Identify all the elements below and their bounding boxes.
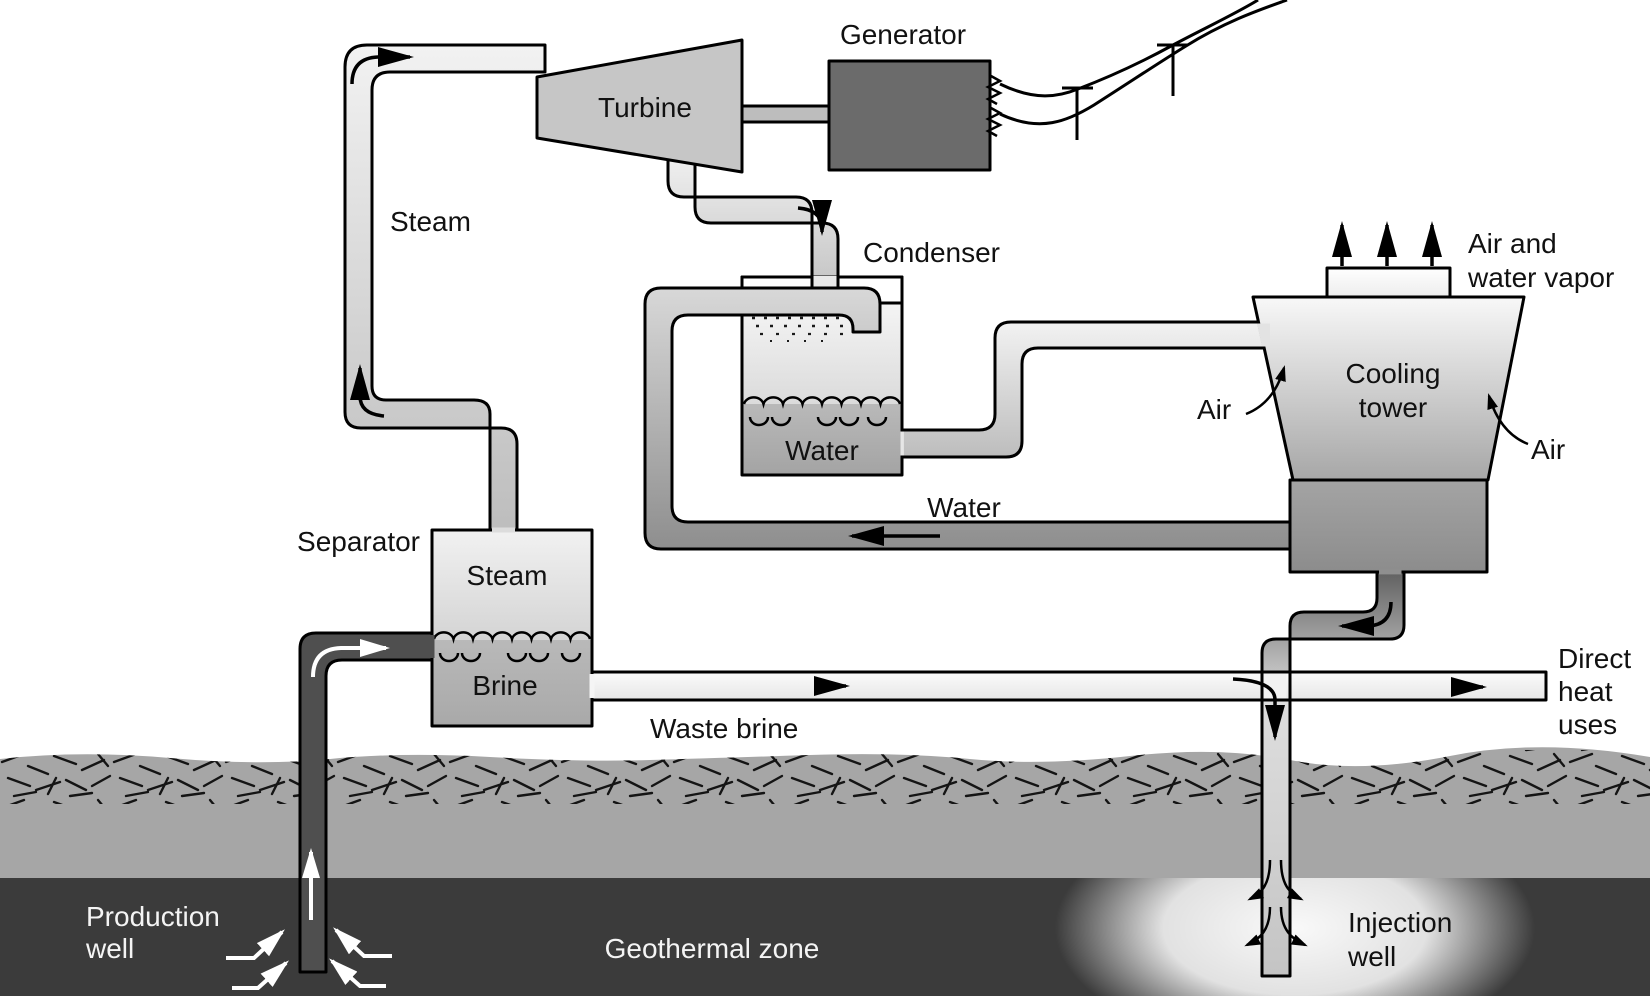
inlet-white-arrow [311,639,390,678]
turbine [535,38,744,174]
air-left-arrow [1245,365,1286,416]
label-injection-well-2: well [1347,941,1396,972]
injection-splay-l2 [1244,906,1272,947]
supply-joint-cover [900,431,904,456]
label-production-well-1: Production [86,901,220,932]
label-air-left: Air [1197,394,1231,425]
well-in-arrow-ll [232,960,289,990]
flow-arrows [226,47,1529,990]
label-separator-brine: Brine [472,670,537,701]
labels: Steam Turbine Generator Condenser Water … [85,19,1631,972]
label-turbine: Turbine [598,92,692,123]
well-in-arrow-lr [329,958,386,988]
fan-stack [1325,266,1452,299]
injection-splay-r1 [1279,859,1304,901]
junction-cover [1263,673,1287,699]
separator-waterline [432,631,592,644]
drive-shaft [738,104,833,124]
power-lines [985,0,1288,140]
generator-coil-top [985,74,1003,106]
basin-pipe-cover [1379,569,1402,575]
air-right-arrow [1487,393,1529,446]
label-air-vapor-2: water vapor [1467,262,1614,293]
label-direct-heat-3: uses [1558,709,1617,740]
condenser-inlet-arrow [797,200,832,236]
blowdown-arrow [1338,601,1393,636]
return-pipe [643,286,1294,551]
waste-brine-pipe [592,670,1548,702]
label-direct-heat-2: heat [1558,676,1613,707]
label-direct-heat-1: Direct [1558,643,1631,674]
tower-pipe-joint-cover [1257,323,1270,347]
steam-pipe [343,43,547,534]
transmission-wire-1 [999,0,1259,98]
transmission-wire-2 [999,0,1288,126]
label-air-right: Air [1531,434,1565,465]
injection-splay-l1 [1247,859,1272,901]
injection-splay-r2 [1279,906,1308,947]
steam-up-arrow [350,364,385,418]
label-water-return: Water [927,492,1001,523]
separator [429,527,595,728]
waste-outlet-cover [589,674,595,698]
condenser-water-accents [748,416,888,427]
cooling-tower [1251,266,1526,575]
label-separator-steam: Steam [467,560,548,591]
tower-basin [1288,478,1489,574]
label-separator: Separator [297,526,420,557]
inlet-cover [429,635,435,658]
label-geothermal-zone: Geothermal zone [605,933,820,964]
label-steam-line: Steam [390,206,471,237]
condenser-water [743,404,901,474]
steam-outlet-cover [492,527,515,533]
label-injection-well-1: Injection [1348,907,1452,938]
well-in-arrow-ul [226,929,285,960]
condenser-waterline [742,396,902,409]
supply-pipe [900,320,1272,459]
well-in-arrow-ur [333,927,392,958]
label-waste-brine: Waste brine [650,713,798,744]
label-cooling-tower-1: Cooling [1346,358,1441,389]
label-condenser: Condenser [863,237,1000,268]
label-air-vapor-1: Air and [1468,228,1557,259]
injection-down-arrow [1232,677,1285,741]
label-condenser-water: Water [785,435,859,466]
label-generator: Generator [840,19,966,50]
steam-right-arrow [350,47,414,85]
separator-water-accents [438,652,582,663]
label-cooling-tower-2: tower [1359,392,1427,423]
generator-coil-bottom [985,106,1003,138]
soil-hatch-texture [0,750,1650,804]
generator [827,59,992,172]
label-production-well-2: well [85,933,134,964]
